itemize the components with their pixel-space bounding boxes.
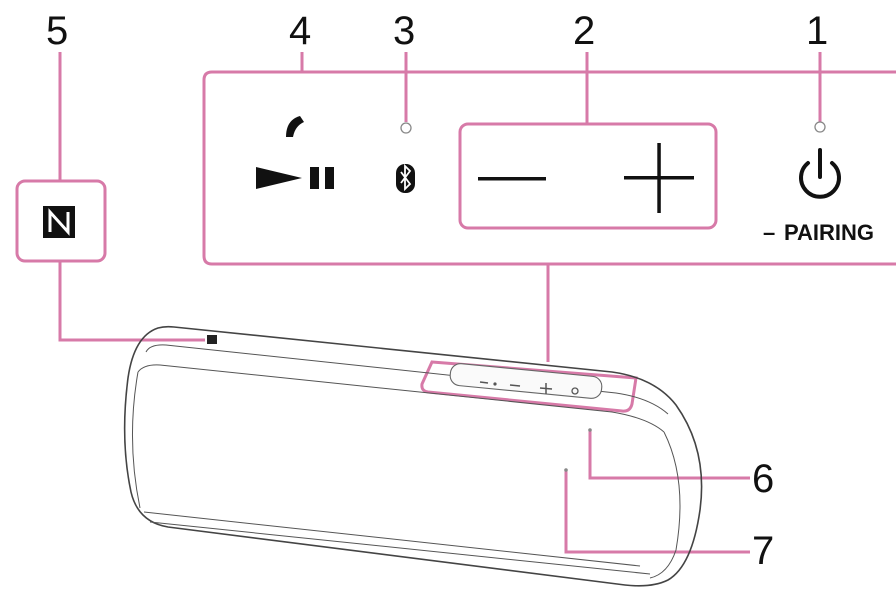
speaker-top-edge bbox=[145, 344, 669, 415]
speaker-body bbox=[123, 325, 703, 587]
callout-number-2: 2 bbox=[573, 9, 595, 53]
call-icon bbox=[286, 116, 304, 137]
power-indicator bbox=[814, 121, 826, 133]
speaker-illustration bbox=[123, 325, 703, 587]
speaker-indicator-7 bbox=[564, 468, 568, 472]
leader-6 bbox=[588, 430, 750, 480]
power-icon bbox=[799, 148, 841, 199]
pairing-label: PAIRING bbox=[784, 220, 874, 245]
bluetooth-indicator bbox=[400, 122, 412, 134]
speaker-top-edge-lower bbox=[137, 364, 665, 433]
play-pause-icon bbox=[256, 167, 334, 189]
speaker-top-control-panel bbox=[449, 363, 603, 399]
callout-number-6: 6 bbox=[752, 457, 774, 501]
nfc-icon bbox=[43, 206, 75, 238]
leader-7 bbox=[564, 470, 750, 554]
callout-number-1: 1 bbox=[806, 9, 828, 53]
speaker-bottom-edge-2 bbox=[149, 521, 651, 575]
control-panel-frame bbox=[202, 70, 896, 266]
speaker-bottom-edge-1 bbox=[143, 511, 641, 567]
minus-icon bbox=[478, 177, 546, 181]
callout-number-4: 4 bbox=[289, 9, 311, 53]
speaker-right-end bbox=[649, 431, 681, 579]
callout-number-3: 3 bbox=[393, 9, 415, 53]
leader-5-to-speaker bbox=[58, 261, 205, 342]
bluetooth-icon bbox=[396, 163, 415, 193]
speaker-top-panel-frame bbox=[420, 360, 638, 413]
speaker-indicator-6 bbox=[588, 428, 592, 432]
callout-number-7: 7 bbox=[752, 529, 774, 573]
callout-number-5: 5 bbox=[46, 9, 68, 53]
speaker-nfc-mark bbox=[207, 335, 217, 344]
plus-icon bbox=[624, 143, 694, 213]
pairing-dash: – bbox=[763, 220, 775, 245]
speaker-left-end bbox=[132, 371, 141, 509]
